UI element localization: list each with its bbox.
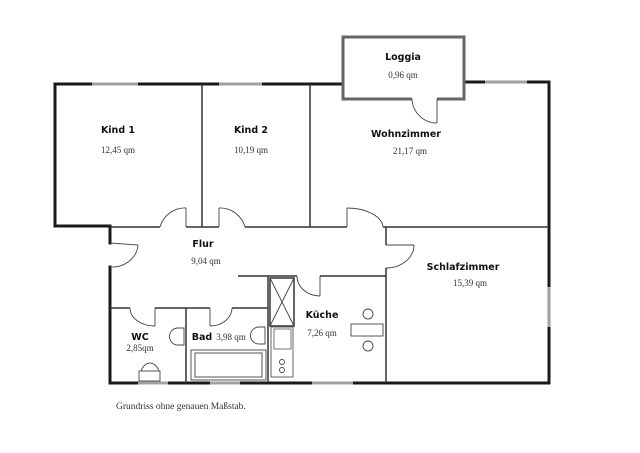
room-area-loggia: 0,96 qm: [388, 70, 418, 80]
bathtub-icon: [190, 349, 267, 381]
room-labels: Loggia 0,96 qm Kind 1 12,45 qm Kind 2 10…: [101, 52, 500, 353]
room-name-wohnzimmer: Wohnzimmer: [371, 129, 441, 140]
room-name-kind2: Kind 2: [234, 125, 268, 136]
room-area-kind1: 12,45 qm: [101, 145, 135, 155]
fixtures: [138, 277, 384, 382]
room-name-schlafzimmer: Schlafzimmer: [427, 262, 500, 273]
kitchen-counter-icon: [270, 326, 294, 378]
room-area-wohnzimmer: 21,17 qm: [393, 146, 427, 156]
loggia-walls: [341, 35, 466, 124]
room-area-kueche: 7,26 qm: [307, 328, 337, 338]
room-name-wc: WC: [131, 332, 148, 343]
outer-walls: [53, 80, 551, 385]
table-icon: [350, 308, 384, 352]
room-area-kind2: 10,19 qm: [234, 145, 268, 155]
room-name-flur: Flur: [192, 239, 214, 250]
toilet-icon: [138, 362, 161, 382]
sink-icon: [169, 326, 266, 346]
interior-walls: [110, 84, 549, 383]
room-name-kind1: Kind 1: [101, 125, 135, 136]
shower-icon: [269, 277, 295, 327]
room-name-bad: Bad: [192, 332, 212, 343]
doors: [109, 207, 415, 327]
caption: Grundriss ohne genauen Maßstab.: [116, 401, 246, 412]
windows: [92, 80, 551, 385]
room-area-wc: 2,85qm: [126, 343, 153, 353]
room-area-flur: 9,04 qm: [191, 256, 221, 266]
room-name-loggia: Loggia: [385, 52, 421, 63]
room-name-kueche: Küche: [306, 310, 339, 321]
room-area-schlafzimmer: 15,39 qm: [453, 278, 487, 288]
room-area-bad: 3,98 qm: [216, 332, 246, 342]
